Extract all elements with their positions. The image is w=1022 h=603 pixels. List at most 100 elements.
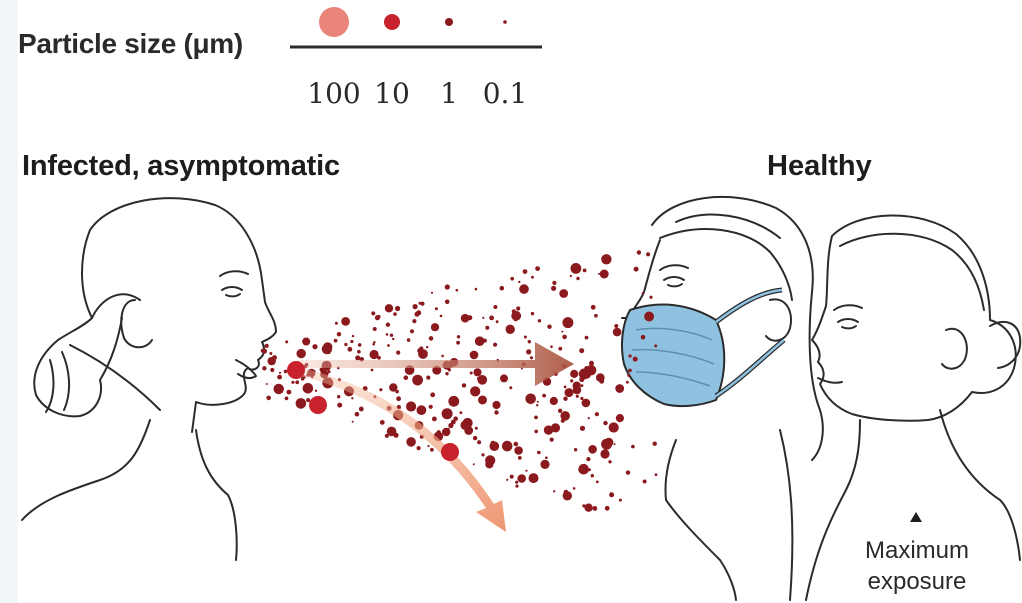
aerosol-particle xyxy=(426,376,430,380)
aerosol-particle xyxy=(266,383,268,385)
infected-head-outline xyxy=(90,198,276,432)
aerosol-particle xyxy=(470,351,479,360)
aerosol-particle xyxy=(562,317,573,328)
aerosol-particle xyxy=(531,312,534,315)
aerosol-particle xyxy=(483,339,487,343)
aerosol-particle xyxy=(337,403,342,408)
aerosol-particle xyxy=(396,351,400,355)
aerosol-particle xyxy=(350,340,353,343)
large-droplet xyxy=(287,361,305,379)
aerosol-particle xyxy=(526,349,531,354)
face-mask-icon xyxy=(622,290,784,406)
aerosol-particle xyxy=(518,281,520,283)
masked-brow xyxy=(660,265,688,270)
aerosol-particle xyxy=(417,446,421,450)
aerosol-particle xyxy=(506,479,508,481)
aerosol-particle xyxy=(561,331,563,333)
large-droplet xyxy=(441,443,459,461)
aerosol-particle xyxy=(545,456,548,459)
aerosol-particle xyxy=(373,327,377,331)
aerosol-particle xyxy=(534,430,538,434)
aerosol-particle xyxy=(528,340,531,343)
aerosol-particle xyxy=(626,470,630,474)
aerosol-particle xyxy=(496,320,499,323)
legend-dot-1 xyxy=(445,18,453,26)
aerosol-particle xyxy=(456,341,460,345)
aerosol-particle xyxy=(514,442,519,447)
aerosol-particle xyxy=(482,317,484,319)
aerosol-particle xyxy=(637,250,641,254)
aerosol-particle xyxy=(407,338,411,342)
aerosol-particle xyxy=(262,366,266,370)
aerosol-particle xyxy=(565,388,574,397)
aerosol-particle xyxy=(493,343,497,347)
tick-label-100: 100 xyxy=(304,77,364,110)
aerosol-particle xyxy=(416,310,421,315)
aerosol-particle xyxy=(412,375,423,386)
aerosol-particle xyxy=(442,408,453,419)
aerosol-particle xyxy=(582,399,591,408)
aerosol-particle xyxy=(485,460,493,468)
aerosol-particle xyxy=(277,375,282,380)
aerosol-particle xyxy=(653,442,657,446)
aerosol-particle xyxy=(558,409,562,413)
aerosol-particle xyxy=(588,417,590,419)
aerosol-particle xyxy=(627,374,630,377)
aerosol-particle xyxy=(279,372,281,374)
aerosol-particle xyxy=(584,504,592,512)
aerosol-particle xyxy=(266,396,271,401)
aerosol-particle xyxy=(550,438,554,442)
aerosol-particle xyxy=(261,349,265,353)
aerosol-particle xyxy=(634,267,639,272)
aerosol-particle xyxy=(371,311,375,315)
aerosol-particle xyxy=(395,390,399,394)
aerosol-particle xyxy=(473,436,477,440)
aerosol-particle xyxy=(605,506,610,511)
legend-dot-0.1 xyxy=(503,20,507,24)
aerosol-particle xyxy=(535,266,540,271)
aerosol-particle xyxy=(550,397,558,405)
aerosol-particle xyxy=(429,336,434,341)
aerosol-particle xyxy=(570,275,572,277)
aerosol-particle xyxy=(303,383,314,394)
aerosol-particle xyxy=(614,324,618,328)
aerosol-particle xyxy=(351,397,353,399)
aerosol-particle xyxy=(585,336,589,340)
aerosol-particle xyxy=(392,338,394,340)
infected-heading: Infected, asymptomatic xyxy=(22,150,340,183)
infected-neck-shoulder xyxy=(22,420,150,520)
aerosol-particle xyxy=(357,350,361,354)
aerosol-particle xyxy=(586,457,590,461)
aerosol-particle xyxy=(435,307,438,310)
aerosol-particle xyxy=(596,481,599,484)
aerosol-particle xyxy=(537,451,541,455)
aerosol-particle xyxy=(427,445,429,447)
aerosol-particle xyxy=(334,339,338,343)
aerosol-particle xyxy=(515,481,518,484)
aerosol-particle xyxy=(470,372,473,375)
aerosol-particle xyxy=(448,423,453,428)
aerosol-particle xyxy=(517,474,526,483)
aerosol-particle xyxy=(445,284,450,289)
infected-person xyxy=(22,198,276,560)
aerosol-particle xyxy=(441,355,444,358)
aerosol-particle xyxy=(573,487,576,490)
aerosol-particle xyxy=(491,441,496,446)
infected-hair xyxy=(34,230,122,416)
aerosol-particle xyxy=(431,323,439,331)
aerosol-particle xyxy=(395,306,400,311)
aerosol-particle xyxy=(601,254,611,264)
aerosol-particle xyxy=(519,284,529,294)
aerosol-particle xyxy=(473,368,481,376)
aerosol-particle xyxy=(619,499,622,502)
aerosol-particle xyxy=(296,398,307,409)
tick-label-0.1: 0.1 xyxy=(475,77,535,110)
aerosol-particle xyxy=(561,419,565,423)
exposed-head xyxy=(812,215,1016,420)
tick-label-1: 1 xyxy=(419,77,479,110)
aerosol-particle xyxy=(390,334,393,337)
aerosol-particle xyxy=(430,392,435,397)
aerosol-particle xyxy=(525,394,536,405)
aerosol-particle xyxy=(385,304,393,312)
aerosol-particle xyxy=(642,292,644,294)
